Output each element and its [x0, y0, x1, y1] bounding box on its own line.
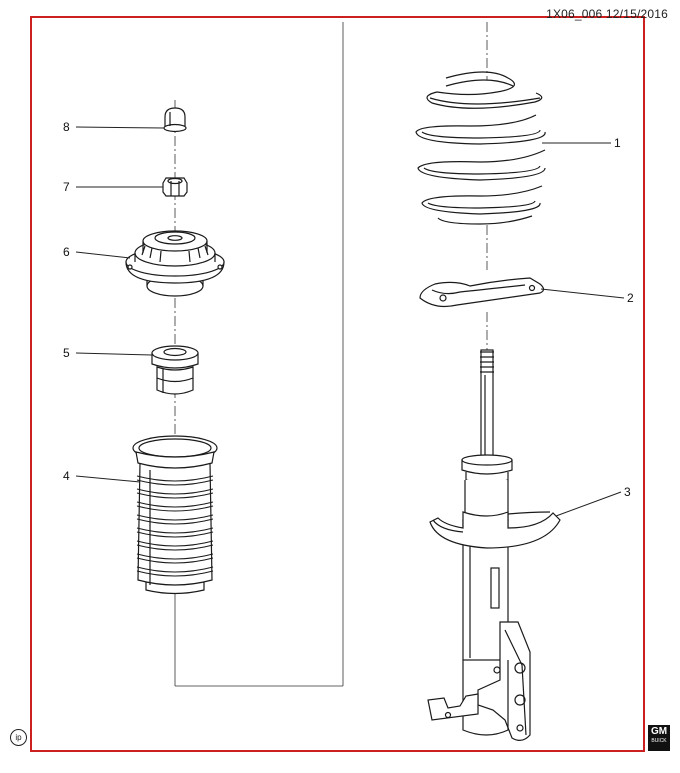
strut-assembly-part — [427, 349, 561, 741]
callout-2: 2 — [627, 291, 634, 305]
ip-badge: ip — [10, 729, 27, 746]
callout-6: 6 — [63, 245, 70, 259]
nut-part — [162, 177, 188, 197]
border-frame — [30, 16, 645, 752]
gm-logo: GM BUICK — [648, 725, 670, 751]
center-lines — [174, 22, 488, 440]
callout-7: 7 — [63, 180, 70, 194]
callout-3: 3 — [624, 485, 631, 499]
coil-spring-part — [415, 71, 546, 225]
callout-8: 8 — [63, 120, 70, 134]
callout-5: 5 — [63, 346, 70, 360]
gm-logo-sub: BUICK — [651, 738, 667, 744]
connector-lines — [174, 22, 344, 687]
callout-numbers: 8 7 6 5 4 1 2 3 — [63, 120, 634, 499]
strut-mount-part — [125, 230, 225, 297]
insulator-part — [419, 277, 545, 308]
callout-4: 4 — [63, 469, 70, 483]
cap-part — [163, 107, 187, 133]
bump-stop-part — [151, 345, 199, 395]
dust-boot-part — [132, 435, 218, 595]
gm-logo-text: GM — [650, 726, 668, 737]
leader-lines — [75, 126, 625, 517]
diagram-code: 1X06_006 12/15/2016 — [546, 7, 668, 21]
callout-1: 1 — [614, 136, 621, 150]
